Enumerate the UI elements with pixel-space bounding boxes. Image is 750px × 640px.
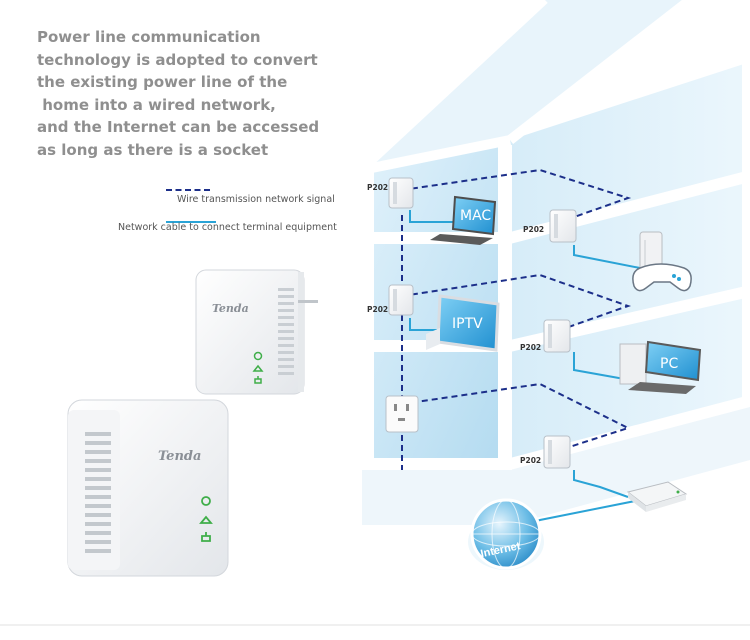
tenda-adapter-front: Tenda [67,399,229,577]
adapter-floor1-left: P202 [367,177,414,209]
adapter-floor3-right: P202 [520,435,571,469]
adapter-model-label: P202 [523,225,544,234]
intro-text: Power line communication technology is a… [37,26,319,161]
adapter-floor2-right: P202 [520,319,571,353]
intro-line: the existing power line of the [37,73,288,91]
adapter-floor1-right: P202 [523,209,577,243]
legend-solid-label: Network cable to connect terminal equipm… [118,222,337,233]
pc-label: PC [660,356,678,372]
legend-dashed-label: Wire transmission network signal [177,194,335,205]
adapter-model-label: P202 [520,456,541,465]
ethernet-icon [254,376,262,384]
adapter-floor2-left: P202 [367,284,414,316]
mac-label: MAC [460,208,491,224]
gamepad-icon [632,263,692,292]
adapter-model-label: P202 [367,183,388,192]
brand-logo: Tenda [158,449,201,464]
plc-icon [199,515,213,524]
intro-line: and the Internet can be accessed [37,118,320,136]
brand-logo: Tenda [212,302,249,315]
adapter-model-label: P202 [520,343,541,352]
pc-computer: PC [619,340,702,394]
router-icon [626,481,688,512]
intro-line: Power line communication [37,28,261,46]
adapter-model-label: P202 [367,305,388,314]
tenda-adapter-back: Tenda [195,269,318,395]
ethernet-icon [201,532,211,542]
legend-solid-line [166,221,216,223]
globe-icon: Internet [468,498,544,570]
legend-dashed-line [166,189,210,191]
intro-line: home into a wired network, [37,95,276,114]
iptv-label: IPTV [452,316,483,332]
power-icon [201,496,211,506]
intro-line: as long as there is a socket [37,140,269,159]
power-icon [253,351,263,361]
wall-socket-icon [385,395,419,433]
iptv-screen: IPTV [426,294,500,352]
intro-line: technology is adopted to convert [37,50,318,69]
mac-laptop: MAC [430,195,497,245]
bottom-divider [0,624,750,626]
plc-icon [252,364,264,372]
